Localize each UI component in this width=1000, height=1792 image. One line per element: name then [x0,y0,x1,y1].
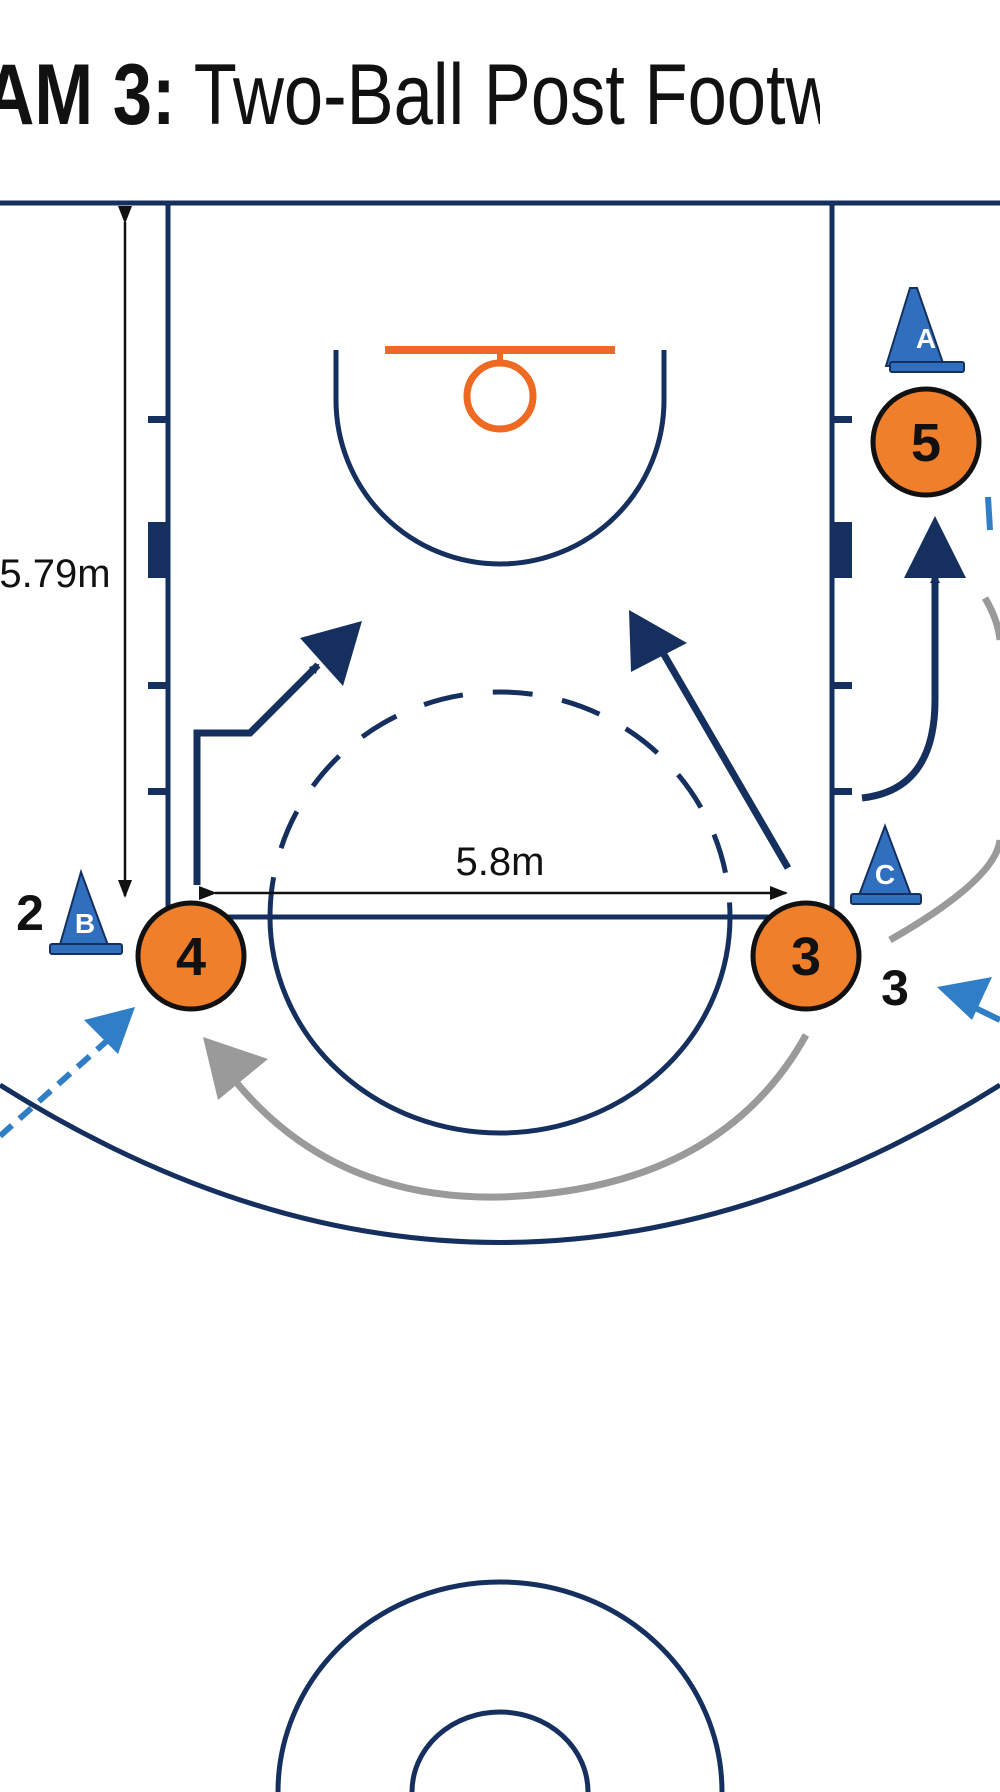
station-label-left: 2 [16,885,44,941]
diagram-title: AM 3: Two-Ball Post Footwor [0,40,820,150]
center-circle [275,1579,725,1792]
player-5-cut-arrow [861,573,940,802]
diagram-number: AM 3: [0,47,176,143]
restricted-area-arc [333,350,667,567]
free-throw-circle-upper-dashed [267,689,733,918]
pass-arrowhead-right [937,977,992,1020]
cone-label: B [75,908,95,939]
semicircle-width-dimension: 5.8m [199,840,788,900]
rotation-arrow-right-top [981,596,1000,641]
rotation-arrowheads [203,1037,268,1100]
rotation-arrow-right [888,839,1000,944]
movement-arrowheads [300,516,966,686]
player-token [135,900,247,1012]
cone-c: C [850,823,922,905]
pass-arrowheads [84,977,992,1054]
diagram-title-text: Two-Ball Post Footwor [193,47,820,143]
court-lines [0,200,1000,1792]
pass-arrows [0,496,1000,1139]
cone-a: A [884,287,965,373]
lane-length-label: 5.79m [0,552,111,596]
player-5-cut-arrowhead [904,516,966,578]
player-token [870,386,982,498]
cone-label: A [916,323,936,354]
lane-length-dimension: 5.79m [0,206,132,898]
hoop-ring [463,359,537,433]
player-4-cut-arrow [193,662,321,885]
semicircle-width-label: 5.8m [456,840,545,884]
three-point-arc [0,1082,1000,1245]
lane-hash-marks [148,416,852,795]
center-circle-inner [409,1709,591,1792]
player-3-cut-arrowhead [629,610,687,672]
station-label-right: 3 [881,960,909,1016]
player-token [750,900,862,1012]
rotation-arrow-bottom [229,1033,810,1201]
pass-arrow-right-top [985,496,993,531]
cone-b: B [49,868,123,955]
cone-label: C [875,859,895,890]
player-number: 5 [911,413,941,473]
player-4-cut-arrowhead [300,621,362,686]
movement-arrows [193,573,940,885]
player-5: 5 [870,386,982,498]
pass-arrowhead-left [84,1007,135,1054]
pass-arrow-left [0,1028,120,1139]
player-number: 4 [176,927,206,987]
player-3: 3 [750,900,862,1012]
free-throw-circle-lower [267,916,733,1136]
rotation-arrowhead-bottom [203,1037,268,1100]
player-3-cut-arrow [655,644,792,870]
player-4: 4 [135,900,247,1012]
player-number: 3 [791,927,821,987]
hoop [385,346,615,433]
